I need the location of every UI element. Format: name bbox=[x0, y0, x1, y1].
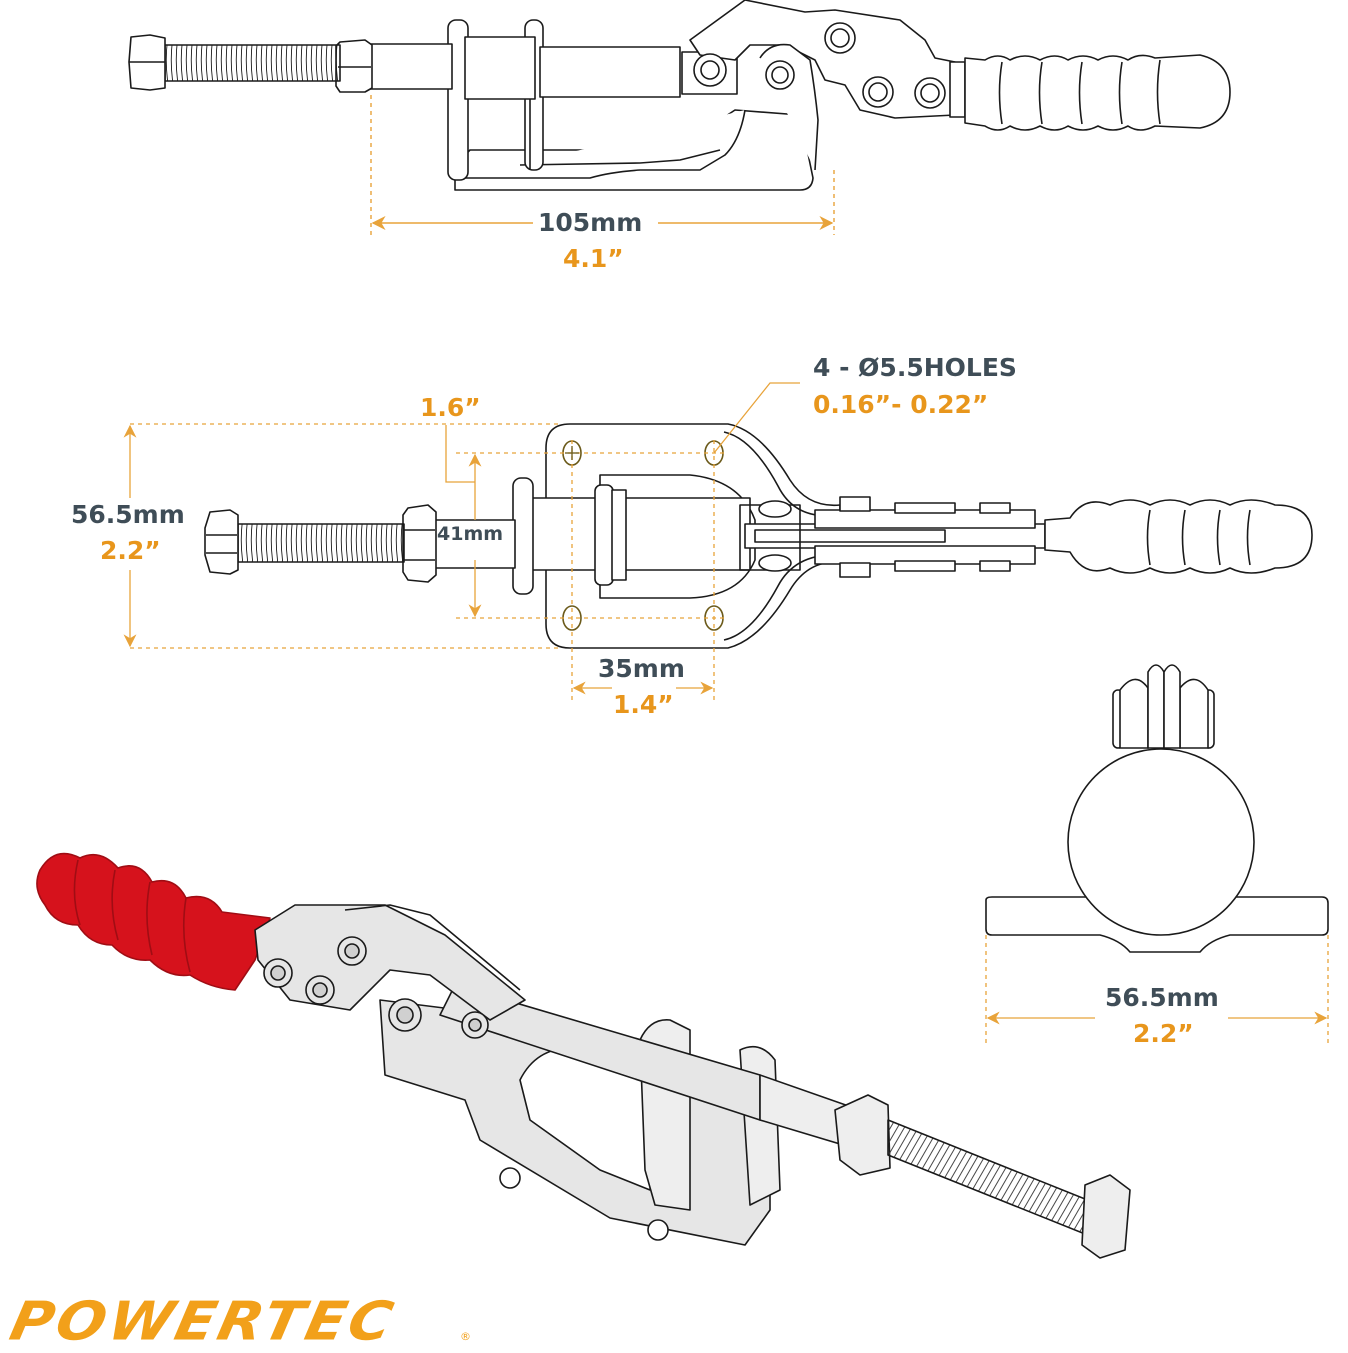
registered-mark: ® bbox=[460, 1330, 471, 1343]
powertec-logo: POWERTEC bbox=[4, 1290, 402, 1353]
hole-spacing-horizontal-imperial: 1.4” bbox=[613, 690, 674, 719]
holes-callout-imperial: 0.16”- 0.22” bbox=[813, 390, 989, 419]
hole-spacing-vertical-metric: 41mm bbox=[437, 523, 504, 545]
end-view-dimension bbox=[985, 935, 1329, 1045]
red-handle-grip bbox=[36, 852, 271, 991]
end-view-drawing bbox=[985, 664, 1329, 953]
hole-spacing-vertical-imperial: 1.6” bbox=[420, 393, 481, 422]
end-view-dimension-imperial: 2.2” bbox=[1133, 1019, 1194, 1048]
end-view-dimension-metric: 56.5mm bbox=[1105, 983, 1219, 1012]
side-view-dimension-imperial: 4.1” bbox=[563, 244, 624, 273]
holes-callout-metric: 4 - Ø5.5HOLES bbox=[813, 353, 1017, 382]
hole-spacing-horizontal-metric: 35mm bbox=[598, 654, 685, 683]
side-view-dimension bbox=[370, 95, 835, 235]
overall-height-metric: 56.5mm bbox=[71, 500, 185, 529]
overall-height-imperial: 2.2” bbox=[100, 536, 161, 565]
side-view-drawing bbox=[128, 0, 1231, 191]
top-view-drawing bbox=[204, 423, 1313, 649]
side-view-dimension-metric: 105mm bbox=[538, 208, 643, 237]
top-view-dimensions bbox=[123, 382, 800, 700]
isometric-clamp-drawing bbox=[36, 852, 1131, 1259]
